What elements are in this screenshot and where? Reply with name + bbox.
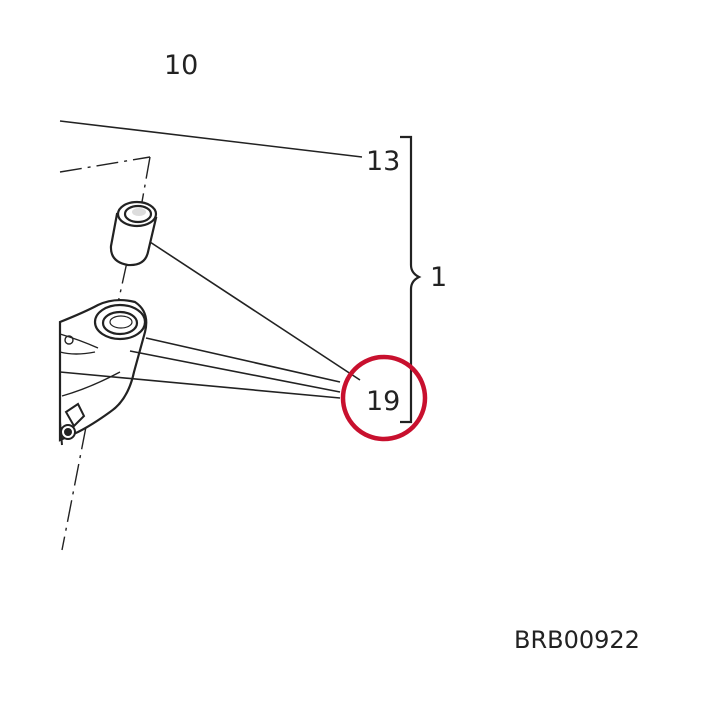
bushing-part xyxy=(109,200,158,267)
arm-part xyxy=(58,298,148,442)
fastener-part xyxy=(59,402,86,446)
callout-10: 10 xyxy=(164,50,198,81)
callout-13: 13 xyxy=(366,146,400,177)
callout-19: 19 xyxy=(366,386,400,417)
callout-1: 1 xyxy=(430,262,447,293)
figure-code: BRB00922 xyxy=(514,626,640,654)
assembly-bracket xyxy=(400,135,422,424)
leader-line-13 xyxy=(59,120,363,158)
highlight-circle xyxy=(340,354,428,442)
leader-lines-19 xyxy=(59,241,361,399)
